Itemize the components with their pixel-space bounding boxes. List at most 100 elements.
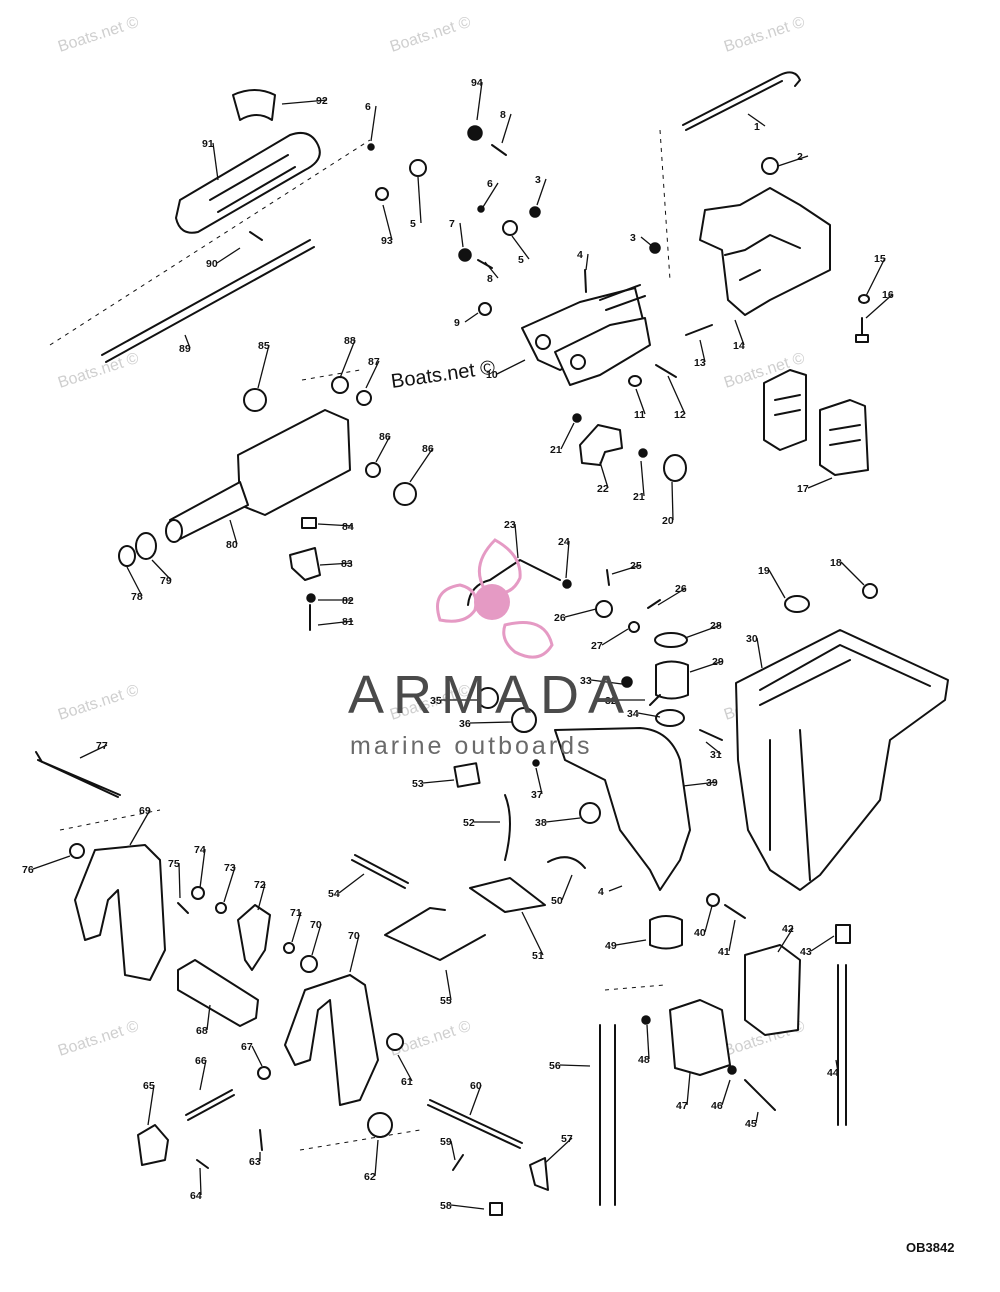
leader-line-75 [178, 862, 181, 899]
part-73-shape [237, 904, 271, 971]
callout-30: 30 [746, 633, 758, 645]
part-10-tube [599, 284, 646, 311]
leader-line-55 [445, 969, 452, 1001]
part-25-shape [606, 569, 610, 586]
callout-33: 33 [580, 675, 592, 687]
part-5-shape-b [409, 159, 427, 177]
watermark-text: Boats.net © [56, 682, 141, 724]
part-27-shape [647, 599, 661, 609]
leader-line-24 [565, 540, 570, 579]
callout-75: 75 [168, 858, 180, 870]
callout-21: 21 [550, 444, 562, 456]
part-10-hole-b [570, 354, 586, 370]
callout-10: 10 [486, 369, 498, 381]
part-20-shape [663, 454, 687, 482]
leader-line-43 [810, 935, 835, 952]
leader-line-5 [511, 235, 530, 260]
part-88-shape [356, 390, 372, 406]
part-8-shape-b [491, 144, 507, 156]
leader-line-44 [835, 1059, 839, 1073]
callout-58: 58 [440, 1200, 452, 1212]
callout-32: 32 [605, 695, 617, 707]
part-39-shape [579, 802, 601, 824]
leader-line-37 [535, 767, 543, 795]
part-81-end [165, 519, 183, 543]
part-41-shape [706, 893, 720, 907]
part-55-shape [351, 854, 409, 889]
leader-line-50 [561, 874, 573, 901]
propeller-logo-icon [436, 538, 554, 659]
callout-24: 24 [558, 536, 570, 548]
callout-59: 59 [440, 1136, 452, 1148]
part-91-shape [249, 231, 263, 241]
leader-line-85 [257, 344, 270, 389]
leader-line-94 [476, 81, 483, 121]
part-52-shape [469, 877, 546, 913]
callout-28: 28 [710, 620, 722, 632]
part-57-shape [599, 1024, 616, 1206]
part-65-shape [196, 1159, 209, 1169]
leader-line-12 [667, 375, 686, 415]
leader-line-5 [417, 176, 422, 224]
part-36-shape [477, 687, 499, 709]
part-40-shape [554, 727, 691, 891]
watermark-text: Boats.net © [722, 14, 807, 56]
part-21-shape [572, 413, 582, 423]
leader-line-89 [184, 334, 191, 349]
part-44-shape [835, 924, 851, 944]
callout-79: 79 [160, 575, 172, 587]
drawing-code: OB3842 [906, 1240, 955, 1255]
leader-line-9 [464, 312, 479, 323]
part-68-shape [257, 1066, 271, 1080]
part-94-shape [375, 187, 389, 201]
watermark-text: Boats.net © [56, 350, 141, 392]
leader-line-16 [865, 293, 894, 319]
part-93-shape [232, 89, 276, 121]
propeller-hub [474, 584, 510, 620]
callout-70: 70 [310, 919, 322, 931]
part-14-detail [724, 234, 801, 281]
callout-11: 11 [634, 409, 645, 421]
leader-line-69 [129, 809, 151, 846]
callout-34: 34 [627, 708, 639, 720]
callout-77: 77 [96, 740, 108, 752]
leader-line-51 [521, 911, 544, 956]
leader-line-28 [684, 624, 722, 639]
assembly-line-e [604, 984, 666, 991]
leader-line-68 [206, 1004, 211, 1031]
callout-1: 1 [754, 121, 760, 133]
callout-17: 17 [797, 483, 809, 495]
leader-line-74 [199, 848, 206, 889]
callout-64: 64 [190, 1190, 202, 1202]
leader-line-23 [514, 523, 519, 559]
part-95-shape [467, 125, 483, 141]
leader-line-59 [450, 1140, 456, 1161]
leader-line-26 [657, 587, 687, 606]
part-80-shape [135, 532, 157, 560]
callout-74: 74 [194, 844, 206, 856]
part-83-shape [306, 593, 316, 603]
part-42-shape [724, 904, 746, 919]
callout-85: 85 [258, 340, 270, 352]
leader-line-layer [32, 81, 894, 1210]
callout-6: 6 [487, 178, 493, 190]
part-1-shape-b [685, 80, 783, 131]
part-86-shape [243, 388, 267, 412]
part-70-shape-b [284, 974, 379, 1106]
callout-44: 44 [827, 1067, 839, 1079]
leader-line-87 [365, 360, 380, 389]
leader-line-41 [728, 919, 736, 952]
leader-line-78 [126, 566, 143, 597]
leader-line-73 [223, 866, 236, 903]
part-54-shape [453, 762, 481, 788]
leader-line-86 [375, 435, 391, 463]
callout-43: 43 [800, 946, 812, 958]
callout-81: 81 [342, 616, 354, 628]
callout-26: 26 [554, 612, 566, 624]
part-26-shape [595, 600, 613, 618]
part-62-shape [386, 1033, 404, 1051]
leader-line-20 [671, 481, 674, 521]
leader-line-45 [755, 1111, 759, 1124]
part-4-shape [584, 269, 587, 293]
part-67-shape [185, 1089, 235, 1121]
